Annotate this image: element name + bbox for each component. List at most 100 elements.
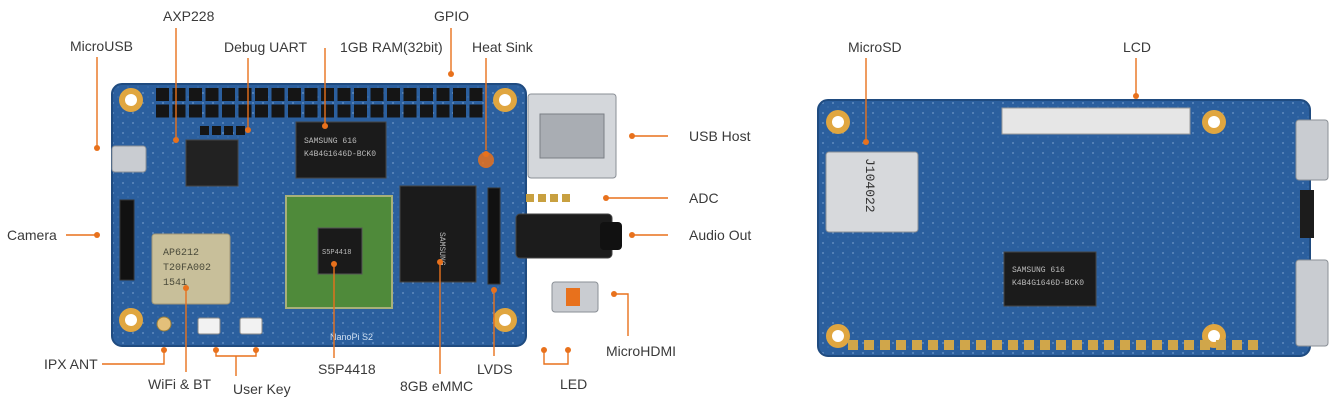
header-pin [469,88,483,101]
back-ram-line2: K4B4G1646D-BCK0 [1012,279,1084,288]
header-pin [403,104,417,118]
usb-host-slot [539,113,605,159]
header-pin [354,88,367,101]
header-pin [370,88,384,101]
header-pin [255,88,268,101]
back-audio-side [1300,190,1314,238]
header-pin [238,88,252,101]
header-pin [436,88,450,101]
lead-microhdmi [614,293,629,336]
header-pin [1072,340,1082,350]
label-ram: 1GB RAM(32bit) [340,39,443,55]
header-pin [205,88,219,101]
header-pin [156,88,169,101]
header-pin [538,194,546,202]
label-microhdmi: MicroHDMI [606,343,676,359]
header-pin [550,194,558,202]
ram-chip-line1: SAMSUNG 616 [304,137,357,146]
header-pin [222,104,235,118]
header-pin [912,340,922,350]
label-debug-uart: Debug UART [224,39,307,55]
header-pin [1008,340,1018,350]
header-pin [562,194,570,202]
emmc-chip-line1: SAMSUNG [437,232,446,266]
leader-lines [66,28,1139,376]
front-board: AP6212 T20FA002 1541 SAMSUNG 616 K4B4G16… [111,83,622,347]
header-pin [288,88,301,101]
microsd-slot [825,151,919,233]
header-pin [304,104,318,118]
header-pin [205,104,219,118]
header-pin [1232,340,1242,350]
label-heat-sink: Heat Sink [472,39,534,55]
header-pin [1200,340,1210,350]
header-pin [1120,340,1130,350]
back-ram-line1: SAMSUNG 616 [1012,266,1065,275]
header-pin [337,88,351,101]
header-pin [1056,340,1066,350]
ipx-connector [156,316,172,332]
label-adc: ADC [689,190,719,206]
header-pin [370,104,384,118]
header-pin [337,104,351,118]
front-mounting-holes [119,88,517,332]
emmc-chip [399,185,477,283]
wifi-module [151,233,231,305]
header-pin [469,104,483,118]
header-pin [172,104,186,118]
header-pin [189,88,202,101]
header-pin [222,88,235,101]
label-lvds: LVDS [477,361,513,377]
header-pin [1104,340,1114,350]
header-pin [453,104,466,118]
label-emmc: 8GB eMMC [400,378,473,394]
header-pin [321,88,334,101]
label-led: LED [560,376,587,392]
header-pin [1216,340,1226,350]
lcd-connector [1001,107,1191,135]
soc-chip [317,227,363,275]
header-pin [526,194,534,202]
header-pin [354,104,367,118]
audio-jack [515,213,613,259]
label-microusb: MicroUSB [70,38,133,54]
header-pin [321,104,334,118]
user-key-1 [197,317,221,335]
back-pin-row [848,340,1258,350]
lead-user-key [215,352,257,357]
header-pin [1184,340,1194,350]
callout-labels: AXP228 GPIO MicroUSB Debug UART 1GB RAM(… [7,8,1151,397]
header-pin [896,340,906,350]
lvds-connector [487,187,501,285]
back-board: J104022 SAMSUNG 616 K4B4G1646D-BCK0 [817,99,1329,357]
header-pin [992,340,1002,350]
microsd-card-text: J104022 [862,158,877,213]
label-lcd: LCD [1123,39,1151,55]
debug-uart-header [200,126,245,135]
label-user-key: User Key [233,381,291,397]
microhdmi-latch [566,288,580,306]
label-microsd: MicroSD [848,39,902,55]
header-pin [387,88,400,101]
wifi-module-line2: T20FA002 [163,263,211,274]
heat-sink-pad [478,152,494,168]
label-audio-out: Audio Out [689,227,751,243]
ram-chip [295,121,387,179]
camera-connector [119,199,135,281]
label-gpio: GPIO [434,8,469,24]
header-pin [200,126,209,135]
header-pin [1152,340,1162,350]
back-mounting-holes [826,110,1226,348]
header-pin [255,104,268,118]
label-ipx-ant: IPX ANT [44,356,98,372]
header-pin [453,88,466,101]
header-pin [1024,340,1034,350]
header-pin [212,126,221,135]
back-ram-chip [1003,251,1097,307]
header-pin [928,340,938,350]
axp228-chip [185,139,239,187]
header-pin [1088,340,1098,350]
back-usb-side-2 [1295,259,1329,347]
